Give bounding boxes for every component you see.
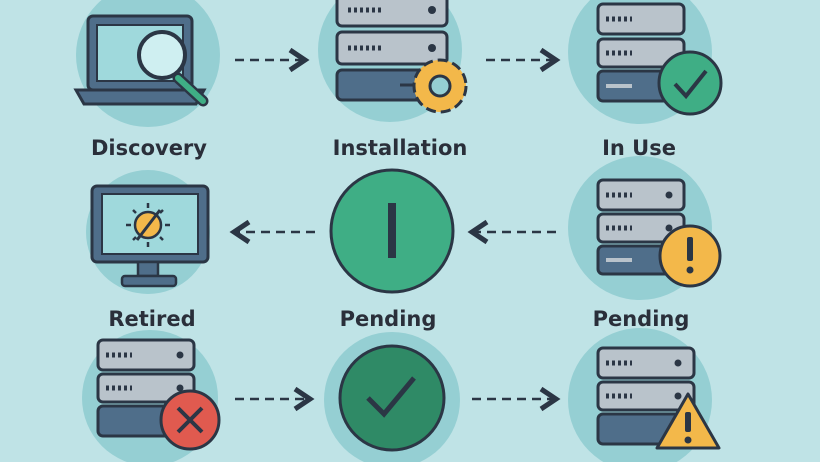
label-pending-middle: Pending <box>339 307 437 331</box>
installation-icon <box>318 0 468 122</box>
failed-server-icon <box>82 330 221 462</box>
label-pending-right: Pending <box>592 307 690 331</box>
label-retired: Retired <box>108 307 196 331</box>
label-installation: Installation <box>332 136 468 160</box>
in-use-icon <box>568 0 723 124</box>
label-in-use: In Use <box>602 136 676 160</box>
pending-right-icon <box>568 156 722 300</box>
retired-icon <box>86 170 210 294</box>
label-discovery: Discovery <box>91 136 207 160</box>
discovery-icon <box>73 0 220 127</box>
warning-server-icon <box>568 328 721 462</box>
approved-check-icon <box>324 332 460 462</box>
pending-middle-icon <box>329 168 455 294</box>
